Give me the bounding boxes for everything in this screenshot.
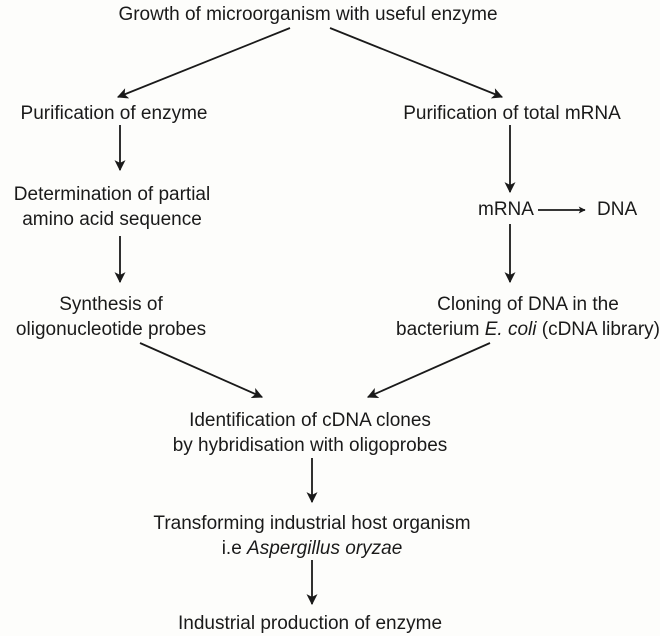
node-cloning-line2-organism: E. coli [484, 319, 537, 340]
node-mrna: mRNA [478, 197, 534, 222]
node-cloning: Cloning of DNA in the bacterium E. coli … [396, 292, 660, 342]
node-cloning-line2-pre: bacterium [396, 319, 485, 340]
node-purification-enzyme-line1: Purification of enzyme [20, 103, 208, 124]
node-growth-line1: Growth of microorganism with useful enzy… [118, 4, 498, 25]
arrow-growth-to-enzyme [116, 27, 291, 99]
node-transforming-line2-organism: Aspergillus oryzae [247, 538, 403, 559]
arrow-synthesis-to-identification [139, 342, 264, 399]
node-cloning-line2: bacterium E. coli (cDNA library) [396, 317, 660, 342]
node-purification-mrna: Purification of total mRNA [403, 101, 621, 126]
node-determination-line1: Determination of partial [13, 184, 211, 205]
node-transforming-line2-pre: i.e [221, 538, 248, 559]
node-identification-line2: by hybridisation with oligoprobes [172, 435, 448, 456]
node-transforming-line1: Transforming industrial host organism [153, 513, 471, 534]
node-identification-line1: Identification of cDNA clones [189, 410, 431, 431]
arrow-growth-to-mrna [329, 27, 504, 99]
node-purification-mrna-line1: Purification of total mRNA [403, 103, 621, 124]
node-synthesis: Synthesis of oligonucleotide probes [16, 292, 206, 342]
node-determination: Determination of partial amino acid sequ… [14, 182, 210, 232]
node-determination-line2: amino acid sequence [22, 209, 202, 230]
node-cloning-line1: Cloning of DNA in the [437, 294, 619, 315]
node-mrna-label: mRNA [478, 199, 534, 220]
node-transforming-line2: i.e Aspergillus oryzae [153, 536, 470, 561]
node-dna: DNA [597, 197, 637, 222]
arrow-cloning-to-identification [366, 342, 491, 399]
node-production-line1: Industrial production of enzyme [177, 613, 443, 634]
node-synthesis-line2: oligonucleotide probes [15, 319, 207, 340]
node-dna-label: DNA [597, 199, 638, 220]
node-production: Industrial production of enzyme [178, 611, 442, 636]
node-growth: Growth of microorganism with useful enzy… [118, 2, 497, 27]
node-transforming: Transforming industrial host organism i.… [153, 511, 470, 561]
node-synthesis-line1: Synthesis of [59, 294, 163, 315]
node-purification-enzyme: Purification of enzyme [21, 101, 208, 126]
node-cloning-line2-post: (cDNA library) [536, 319, 660, 340]
node-identification: Identification of cDNA clones by hybridi… [173, 408, 448, 458]
